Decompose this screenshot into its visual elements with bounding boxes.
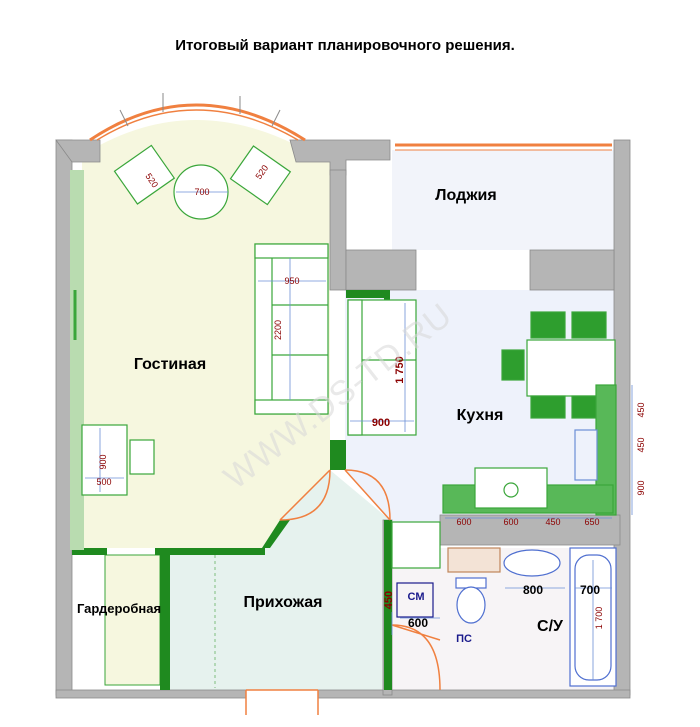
dim-bath-1700: 1 700 bbox=[594, 607, 604, 630]
washbasin bbox=[503, 549, 561, 577]
kitchen-furniture bbox=[347, 299, 617, 569]
loggia-floor bbox=[392, 150, 614, 250]
dim-bottom-600a: 600 bbox=[456, 517, 471, 527]
desk bbox=[81, 424, 128, 496]
dim-round-table: 700 bbox=[194, 187, 209, 197]
bath-door bbox=[391, 624, 441, 691]
washer-mark: СМ bbox=[408, 591, 425, 603]
chair-4 bbox=[530, 395, 566, 419]
dim-desk-width: 500 bbox=[96, 477, 111, 487]
armchair-left bbox=[113, 144, 176, 205]
desk-chair bbox=[129, 439, 155, 475]
fridge bbox=[391, 521, 441, 569]
living-furniture bbox=[73, 144, 329, 496]
dim-right-450b: 450 bbox=[636, 437, 646, 452]
room-kitchen: Кухня bbox=[457, 407, 504, 424]
dim-sofa-width: 950 bbox=[284, 276, 299, 286]
dim-desk-length: 900 bbox=[98, 454, 108, 469]
washing-machine bbox=[396, 582, 434, 618]
bay-window bbox=[89, 103, 306, 142]
chair-2 bbox=[571, 311, 607, 339]
living-door bbox=[279, 469, 331, 521]
room-wardrobe: Гардеробная bbox=[77, 601, 161, 616]
dim-right-900: 900 bbox=[636, 480, 646, 495]
walls bbox=[55, 139, 631, 699]
dimension-labels: 520 520 700 950 2200 900 500 1 750 900 4… bbox=[96, 163, 646, 630]
bay-window-frames bbox=[119, 93, 281, 127]
chair-3 bbox=[501, 349, 525, 381]
dim-bottom-650: 650 bbox=[584, 517, 599, 527]
dim-bath-700: 700 bbox=[580, 583, 600, 597]
entrance-door bbox=[245, 689, 319, 715]
dim-kitchen-sofa-width: 900 bbox=[372, 417, 390, 429]
wardrobe-rack bbox=[104, 554, 161, 686]
plan-title: Итоговый вариант планировочного решения. bbox=[175, 37, 515, 54]
dim-bath-800: 800 bbox=[523, 583, 543, 597]
chair-1 bbox=[530, 311, 566, 339]
boiler bbox=[447, 547, 501, 573]
room-labels: Гостиная Лоджия Кухня Прихожая Гардеробн… bbox=[77, 187, 564, 635]
room-hall: Прихожая bbox=[244, 594, 323, 611]
sofa bbox=[254, 243, 329, 415]
partitions bbox=[70, 170, 392, 690]
armchair-right bbox=[229, 145, 292, 206]
dim-bottom-600b: 600 bbox=[503, 517, 518, 527]
stove bbox=[474, 467, 548, 509]
toilet bbox=[456, 586, 486, 624]
sink bbox=[574, 429, 598, 481]
dim-wash-600: 600 bbox=[408, 616, 428, 630]
room-bathroom: С/У bbox=[537, 618, 564, 635]
room-loggia: Лоджия bbox=[435, 187, 496, 204]
doors bbox=[214, 469, 441, 715]
dim-right-450a: 450 bbox=[636, 402, 646, 417]
kitchen-door bbox=[344, 469, 391, 521]
dim-bottom-450: 450 bbox=[545, 517, 560, 527]
dim-kitchen-sofa-length: 1 750 bbox=[394, 356, 406, 384]
dim-wash-450: 450 bbox=[383, 591, 395, 609]
drain-mark: ПС bbox=[456, 633, 472, 645]
hall-floor bbox=[170, 470, 390, 690]
room-living: Гостиная bbox=[134, 356, 206, 373]
dim-sofa-length: 2200 bbox=[273, 320, 283, 340]
dimension-lines bbox=[85, 191, 633, 680]
windows bbox=[89, 103, 612, 151]
